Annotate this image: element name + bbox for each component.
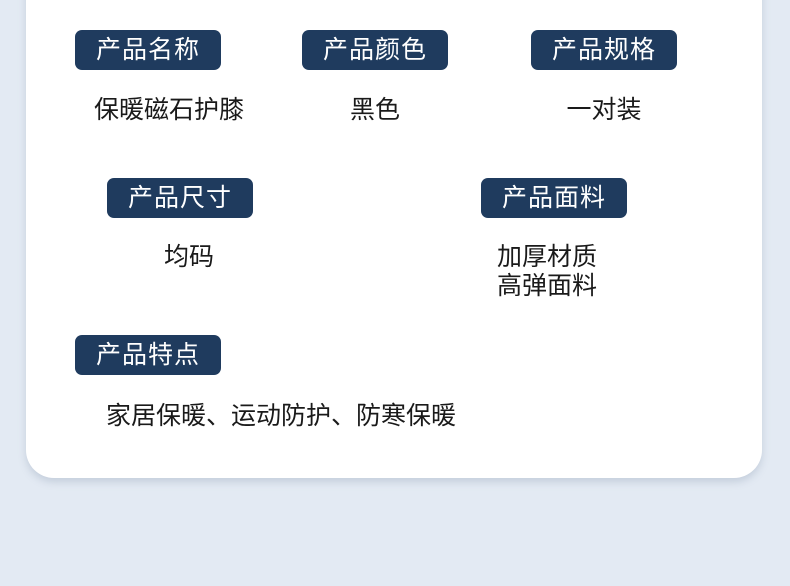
product-features-label: 产品特点 [75,335,221,375]
product-material-line-2: 高弹面料 [497,271,598,300]
product-info-card [26,0,762,478]
product-specification-value: 一对装 [566,95,642,124]
product-color-value: 黑色 [349,95,400,124]
product-name-label: 产品名称 [75,30,221,70]
product-name-value: 保暖磁石护膝 [93,95,244,124]
product-color-label: 产品颜色 [302,30,448,70]
product-size-value: 均码 [163,242,214,271]
product-features-value: 家居保暖、运动防护、防寒保暖 [106,401,457,430]
product-material-value: 加厚材质 高弹面料 [497,242,627,300]
product-specification-label: 产品规格 [531,30,677,70]
product-material-line-1: 加厚材质 [497,242,598,271]
product-size-label: 产品尺寸 [107,178,253,218]
product-material-label: 产品面料 [481,178,627,218]
